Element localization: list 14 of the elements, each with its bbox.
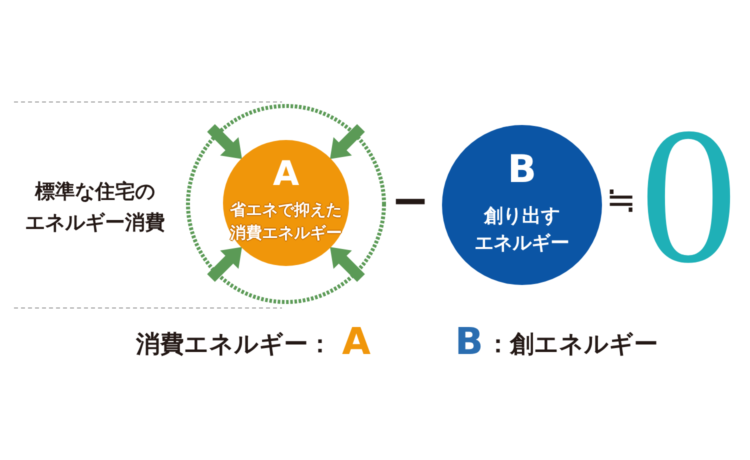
legend-text: 消費エネルギー： xyxy=(136,330,332,358)
dotted-ring xyxy=(185,103,387,305)
node-text: 省エネで抑えた消費エネルギー xyxy=(230,199,342,244)
row-label: 標準な住宅のエネルギー消費 xyxy=(25,178,165,236)
letter-label: A xyxy=(342,322,371,362)
node-text: 創り出すエネルギー xyxy=(474,204,570,256)
letter-label: B xyxy=(508,149,536,189)
result-number: 0 xyxy=(640,99,738,294)
letter-label: B xyxy=(455,322,484,362)
approx-equal-sign: ≒ xyxy=(606,181,636,221)
letter-label: A xyxy=(272,156,300,192)
legend-text: ：創エネルギー xyxy=(486,330,658,358)
minus-sign: − xyxy=(391,176,430,224)
circle-node xyxy=(223,140,349,266)
